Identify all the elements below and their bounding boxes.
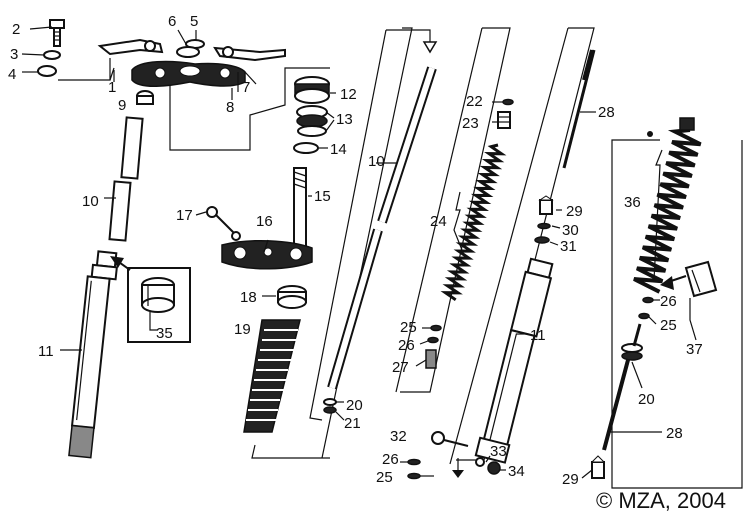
callout-34: 34 xyxy=(508,463,525,480)
screw-part xyxy=(538,195,554,215)
screw-part xyxy=(590,455,606,479)
damper-tube-part xyxy=(327,66,437,390)
valve-part xyxy=(497,111,511,129)
callout-32: 32 xyxy=(390,428,407,445)
callout-31: 31 xyxy=(560,238,577,255)
callout-19: 19 xyxy=(234,321,251,338)
callout-30: 30 xyxy=(562,222,579,239)
washer-part xyxy=(37,65,57,77)
callout-11-right: 11 xyxy=(530,327,546,344)
callout-29-top: 29 xyxy=(566,203,583,220)
callout-22: 22 xyxy=(466,93,483,110)
bolt-part xyxy=(49,19,65,47)
callout-8: 8 xyxy=(226,99,234,116)
arrow-head xyxy=(110,256,124,268)
callout-7: 7 xyxy=(242,79,250,96)
callout-3: 3 xyxy=(10,46,18,63)
assembly-bracket xyxy=(456,27,595,461)
bearing-part xyxy=(294,76,330,104)
callout-1: 1 xyxy=(108,79,116,96)
callout-17: 17 xyxy=(176,207,193,224)
bushing-part xyxy=(141,277,175,313)
callout-36: 36 xyxy=(624,194,641,211)
copyright-notice: © MZA, 2004 xyxy=(596,488,726,513)
seal-part xyxy=(297,125,327,137)
bolt-part xyxy=(431,431,445,445)
rod-part xyxy=(562,49,596,169)
leader-lines xyxy=(60,29,697,477)
bushing-part xyxy=(684,260,718,298)
callout-28-right: 28 xyxy=(666,425,683,442)
callout-28-top: 28 xyxy=(598,104,615,121)
rod-part xyxy=(602,359,630,451)
spring-part xyxy=(440,143,507,302)
callout-33: 33 xyxy=(490,443,507,460)
leader-line xyxy=(21,53,45,56)
callout-16: 16 xyxy=(256,213,273,230)
callout-24: 24 xyxy=(430,213,447,230)
callout-9: 9 xyxy=(118,97,126,114)
callout-labels: 2 3 4 6 5 1 7 8 9 10 11 35 12 13 14 15 1… xyxy=(8,13,703,488)
bolt-part xyxy=(206,206,218,218)
callout-25-right: 25 xyxy=(660,317,677,334)
piston-part xyxy=(621,343,643,361)
assembly-bracket xyxy=(611,139,743,489)
leader-line xyxy=(29,26,53,30)
rubber-boot-part xyxy=(243,319,301,433)
callout-20-center: 20 xyxy=(346,397,363,414)
fork-slider-part xyxy=(68,250,118,459)
callout-23: 23 xyxy=(462,115,479,132)
washer-part xyxy=(176,46,200,58)
assembly-bracket xyxy=(386,29,431,42)
callout-29-bottom: 29 xyxy=(562,471,579,488)
callout-12: 12 xyxy=(340,86,357,103)
assembly-bracket xyxy=(169,67,330,151)
callout-20-right: 20 xyxy=(638,391,655,408)
callout-25-center: 25 xyxy=(400,319,417,336)
assembly-bracket xyxy=(400,27,511,393)
tube-part xyxy=(108,180,132,242)
callout-25-bottom: 25 xyxy=(376,469,393,486)
callout-18: 18 xyxy=(240,289,257,306)
callout-26-right: 26 xyxy=(660,293,677,310)
callout-26-bottom: 26 xyxy=(382,451,399,468)
spring-part xyxy=(633,128,702,294)
callout-10-left: 10 xyxy=(82,193,99,210)
callout-21: 21 xyxy=(344,415,361,432)
callout-37: 37 xyxy=(686,341,703,358)
tube-part xyxy=(120,116,144,180)
callout-5: 5 xyxy=(190,13,198,30)
callout-11-left: 11 xyxy=(38,343,54,360)
callout-15: 15 xyxy=(314,188,331,205)
callout-4: 4 xyxy=(8,66,16,83)
washer-part xyxy=(43,50,61,60)
callout-6: 6 xyxy=(168,13,176,30)
callout-13: 13 xyxy=(336,111,353,128)
callout-14: 14 xyxy=(330,141,347,158)
callout-27: 27 xyxy=(392,359,409,376)
fork-slider-part xyxy=(474,257,554,464)
callout-35: 35 xyxy=(156,325,173,342)
nut-part xyxy=(293,142,319,154)
callout-26-center: 26 xyxy=(398,337,415,354)
callout-2: 2 xyxy=(12,21,20,38)
callout-10-center: 10 xyxy=(368,153,385,170)
